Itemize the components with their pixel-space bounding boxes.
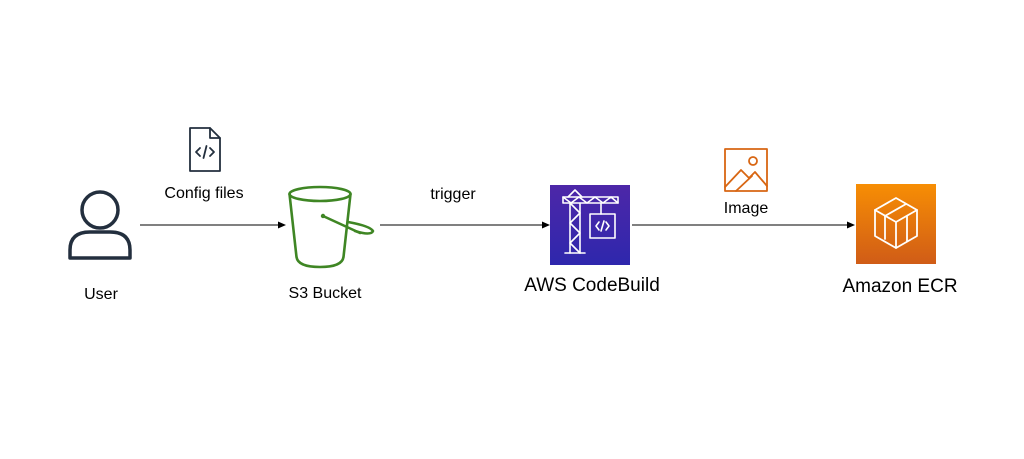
user-label: User (84, 286, 118, 303)
arrow-s3-to-codebuild (380, 221, 550, 229)
config-files-edge-label: Config files (164, 185, 244, 202)
s3-bucket-label: S3 Bucket (288, 285, 362, 302)
trigger-edge-label: trigger (430, 186, 476, 203)
codebuild-icon (550, 185, 630, 265)
image-icon (724, 148, 768, 192)
s3-bucket-icon (288, 185, 375, 269)
code-file-icon (189, 127, 221, 172)
arrow-user-to-s3 (140, 221, 286, 229)
ecr-label: Amazon ECR (842, 276, 958, 297)
arrow-codebuild-to-ecr (632, 221, 855, 229)
image-edge-label: Image (723, 200, 769, 217)
ecr-icon (856, 184, 936, 264)
user-icon (68, 190, 132, 260)
codebuild-label: AWS CodeBuild (524, 275, 660, 296)
